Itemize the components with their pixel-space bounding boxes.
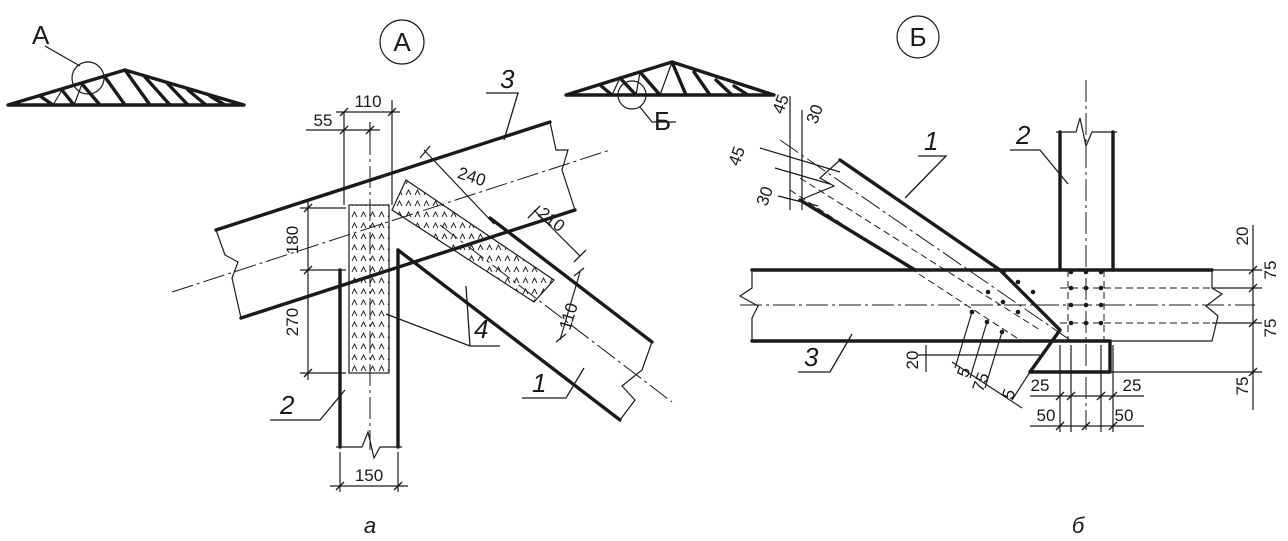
dim-5b: 5 xyxy=(998,386,1019,401)
post-b xyxy=(1058,130,1115,272)
dim-240: 240 xyxy=(455,163,488,190)
gusset-plate-diagonal xyxy=(391,179,555,303)
dim-210: 210 xyxy=(534,203,568,235)
dim-5a: 5 xyxy=(953,364,974,379)
dimensions-b: 45 30 45 30 20 75 75 75 20 5 xyxy=(725,92,1280,432)
gusset-plate-post xyxy=(348,204,390,374)
dim-25a: 25 xyxy=(1031,376,1050,395)
view-marker-b xyxy=(896,15,940,59)
view-marker-a-label: А xyxy=(393,27,411,57)
dim-75b: 75 xyxy=(1261,319,1280,338)
dim-20a: 20 xyxy=(1233,227,1252,246)
item-1-label-a: 1 xyxy=(532,368,546,398)
dim-270: 270 xyxy=(283,308,302,336)
view-b: Б xyxy=(725,15,1280,538)
dim-55: 55 xyxy=(314,111,333,130)
dim-75a: 75 xyxy=(1261,261,1280,280)
item-4-label-a: 4 xyxy=(474,314,488,344)
dim-30a: 30 xyxy=(803,102,827,126)
bottom-chord-b xyxy=(750,268,1214,374)
dim-75c: 75 xyxy=(1233,377,1252,396)
detail-circle-a xyxy=(71,61,105,95)
dim-180: 180 xyxy=(283,226,302,254)
view-marker-b-label: Б xyxy=(909,22,926,52)
detail-circle-b xyxy=(617,80,647,110)
caption-b: б xyxy=(1072,513,1086,538)
dim-25b: 25 xyxy=(1123,376,1142,395)
dim-110b: 110 xyxy=(556,301,582,332)
bolt-group xyxy=(969,268,1104,335)
dim-110: 110 xyxy=(354,92,381,111)
item-1-label-b: 1 xyxy=(924,126,938,156)
key-label-b: Б xyxy=(654,106,671,136)
caption-a: а xyxy=(364,513,376,538)
item-2-label-a: 2 xyxy=(279,390,295,420)
post-a xyxy=(338,248,400,449)
dim-45b: 45 xyxy=(725,144,749,168)
position-labels-a: 3 2 1 4 xyxy=(270,64,585,421)
dimensions-a: 110 55 240 210 180 270 110 xyxy=(283,92,596,492)
dim-150: 150 xyxy=(355,466,383,485)
truss-key-b: Б xyxy=(564,60,776,136)
dim-50a: 50 xyxy=(1037,406,1056,425)
dim-20b: 20 xyxy=(903,351,922,370)
dim-50b: 50 xyxy=(1115,406,1134,425)
dim-30b: 30 xyxy=(753,184,777,208)
diagonal-a xyxy=(396,216,654,422)
diagonal-b xyxy=(798,158,1062,374)
view-a: А 110 55 xyxy=(171,19,673,538)
truss-key-a: А xyxy=(6,20,246,107)
item-2-label-b: 2 xyxy=(1015,120,1031,150)
item-3-label-b: 3 xyxy=(804,342,819,372)
view-marker-a xyxy=(379,19,425,65)
item-3-label-a: 3 xyxy=(500,64,515,94)
top-chord-a xyxy=(214,120,577,320)
key-label-a: А xyxy=(32,20,50,50)
position-labels-b: 1 2 3 xyxy=(798,120,1069,373)
